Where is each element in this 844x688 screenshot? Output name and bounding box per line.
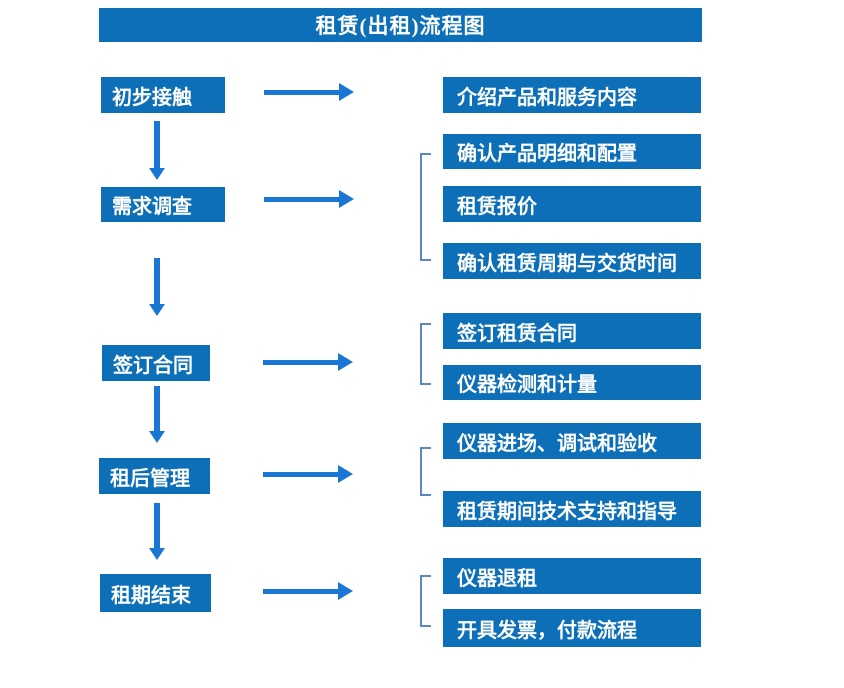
group-bracket-demand-survey [420,153,431,261]
step-box-demand-survey: 需求调查 [101,187,225,222]
detail-label: 确认租赁周期与交货时间 [457,252,677,275]
detail-box-confirm-rental-period: 确认租赁周期与交货时间 [443,243,701,279]
step-label: 签订合同 [113,354,193,377]
detail-box-invoice-payment: 开具发票，付款流程 [443,609,701,647]
arrow-shaft [264,90,340,95]
arrow-right-icon-4 [263,465,353,483]
flowchart-title-bar: 租赁(出租)流程图 [99,8,702,42]
detail-label: 仪器检测和计量 [457,374,597,396]
flowchart-title: 租赁(出租)流程图 [315,14,486,38]
arrow-shaft [154,503,160,549]
arrow-head-icon [339,190,354,208]
arrow-down-icon-1 [149,121,166,180]
detail-label: 租赁报价 [457,195,537,218]
detail-label: 仪器退租 [457,567,537,590]
arrow-right-icon-2 [264,190,354,208]
step-box-sign-contract: 签订合同 [102,345,210,381]
arrow-head-icon [338,353,353,371]
arrow-right-icon-3 [263,353,353,371]
step-label: 需求调查 [112,196,192,218]
arrow-shaft [154,121,160,169]
arrow-head-icon [338,582,353,600]
arrow-shaft [263,589,339,594]
detail-box-instrument-return: 仪器退租 [443,558,701,594]
arrow-shaft [263,360,339,365]
step-label: 初步接触 [112,86,192,109]
arrow-head-icon [149,168,165,180]
detail-label: 开具发票，付款流程 [457,619,637,642]
detail-box-instrument-setup: 仪器进场、调试和验收 [443,423,701,459]
arrow-right-icon-1 [264,83,354,101]
arrow-shaft [154,386,160,432]
group-bracket-sign-contract [420,323,431,385]
group-bracket-rental-end [420,575,431,627]
detail-label: 介绍产品和服务内容 [457,86,637,109]
step-box-post-rental-management: 租后管理 [99,458,210,494]
arrow-head-icon [339,83,354,101]
detail-label: 仪器进场、调试和验收 [457,432,657,455]
arrow-right-icon-5 [263,582,353,600]
detail-box-sign-rental-contract: 签订租赁合同 [443,313,701,349]
group-bracket-post-rental [420,447,431,496]
detail-box-rental-quote: 租赁报价 [443,186,701,222]
arrow-shaft [154,258,160,305]
step-label: 租后管理 [110,467,190,490]
step-box-rental-end: 租期结束 [100,574,211,612]
detail-box-technical-support: 租赁期间技术支持和指导 [443,491,701,527]
arrow-shaft [263,472,339,477]
step-box-initial-contact: 初步接触 [101,77,225,113]
step-label: 租期结束 [111,584,191,607]
arrow-down-icon-4 [149,503,166,560]
arrow-down-icon-3 [149,386,166,443]
detail-box-confirm-product-details: 确认产品明细和配置 [443,134,701,169]
arrow-head-icon [149,548,165,560]
arrow-shaft [264,197,340,202]
detail-label: 签订租赁合同 [457,322,577,345]
detail-label: 确认产品明细和配置 [457,143,637,165]
arrow-head-icon [149,304,165,316]
arrow-down-icon-2 [149,258,166,316]
detail-box-instrument-testing: 仪器检测和计量 [443,365,701,400]
arrow-head-icon [338,465,353,483]
detail-label: 租赁期间技术支持和指导 [457,500,677,523]
arrow-head-icon [149,431,165,443]
detail-box-introduce-products: 介绍产品和服务内容 [443,77,701,113]
